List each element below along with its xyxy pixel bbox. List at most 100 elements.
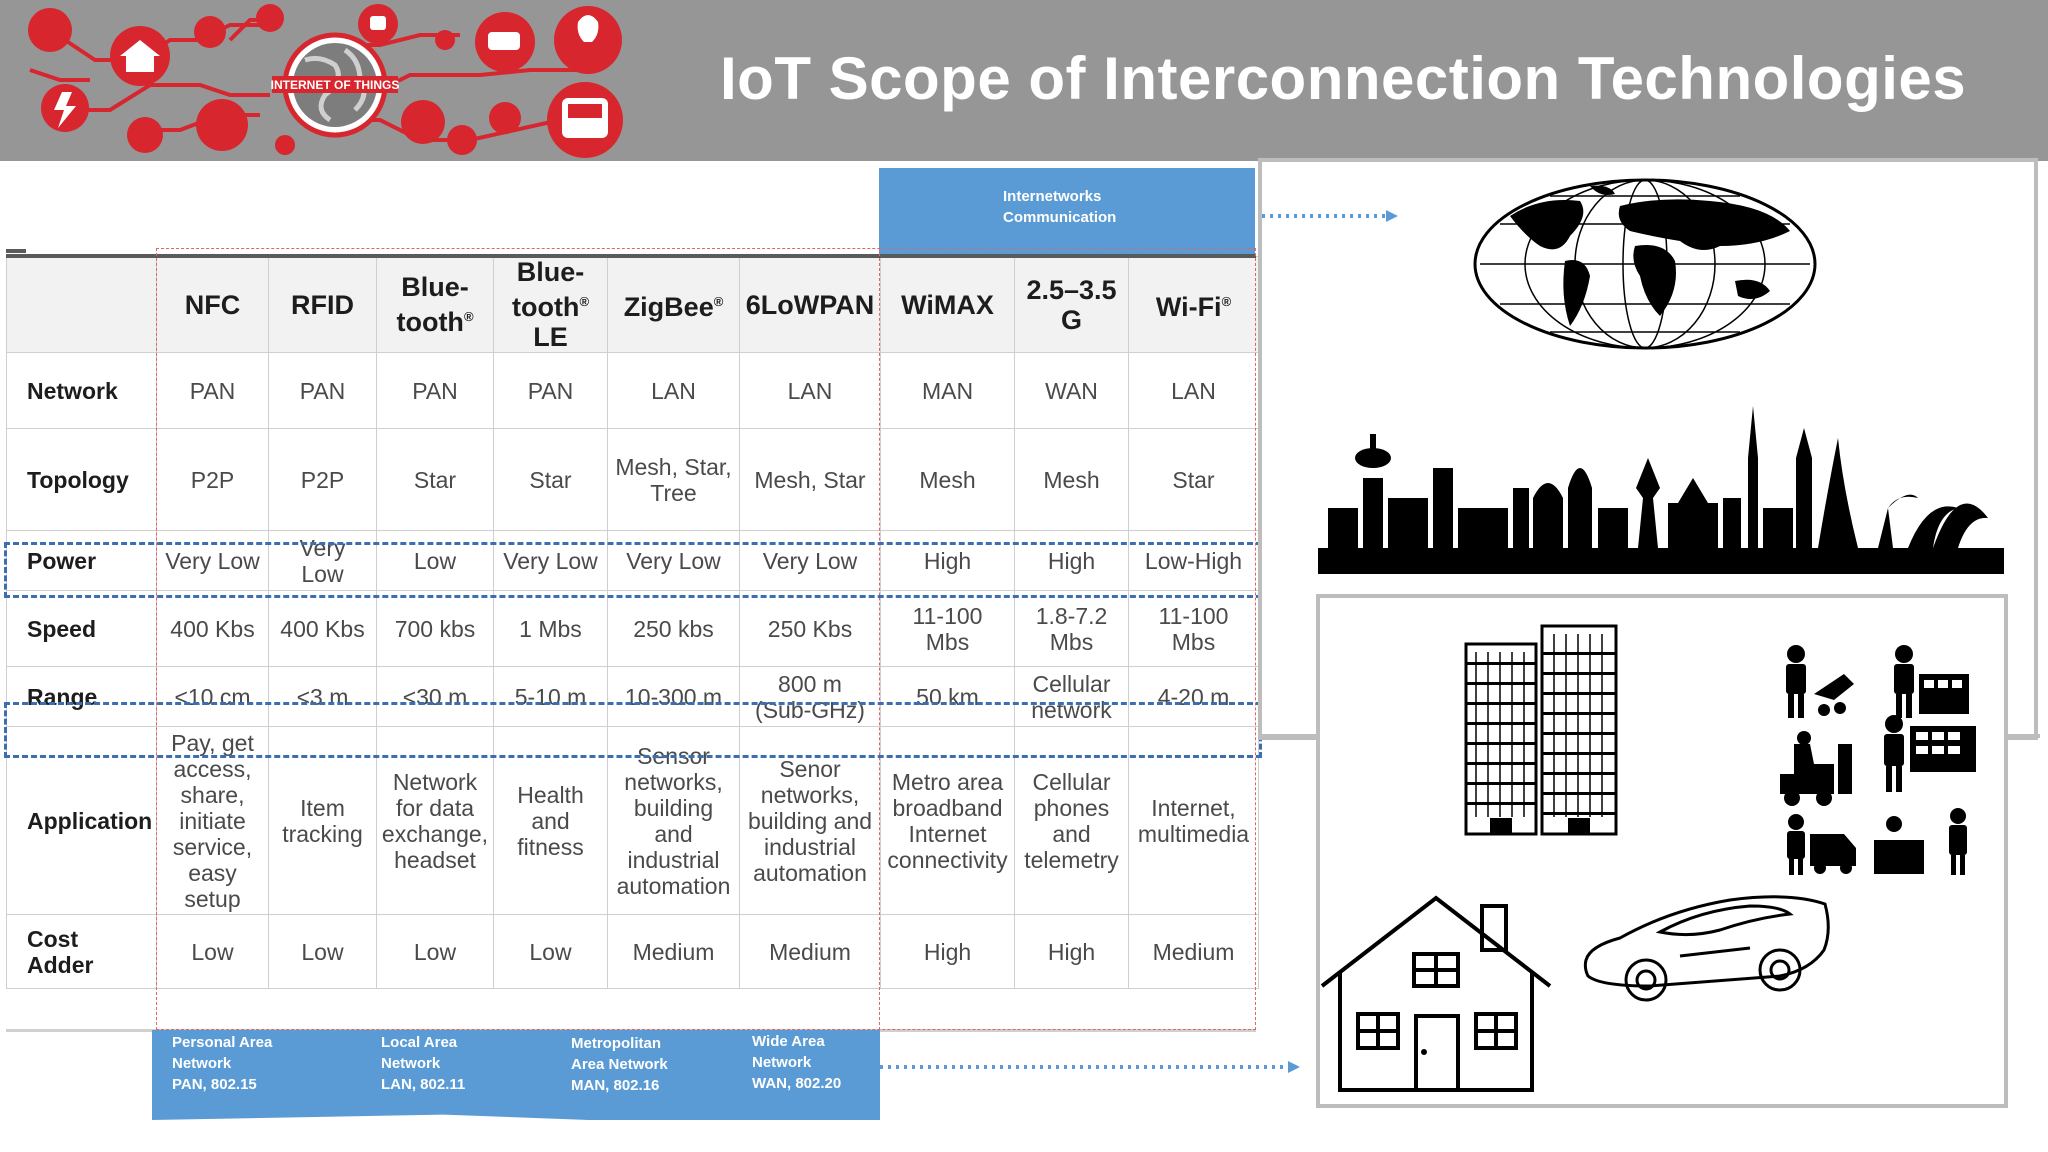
column-header-6: WiMAX	[880, 256, 1015, 353]
skyscraper-icon	[1464, 624, 1618, 836]
table-tick	[6, 249, 26, 253]
table-cell: PAN	[376, 352, 494, 429]
row-label: Network	[6, 352, 157, 429]
frame-connector	[1258, 734, 1316, 738]
table-cell: LAN	[1128, 352, 1259, 429]
table-cell: Mesh	[1014, 428, 1129, 531]
table-cell: Mesh, Star,Tree	[607, 428, 740, 531]
table-cell: <3 m	[268, 666, 377, 727]
table-cell: Very Low	[493, 530, 608, 591]
iot-logo: INTERNET OF THINGS	[28, 4, 623, 158]
table-cell: Very Low	[156, 530, 269, 591]
table-cell: Low-High	[1128, 530, 1259, 591]
table-cell: Low	[268, 914, 377, 989]
table-top-rule	[6, 254, 1256, 258]
table-cell: <30 m	[376, 666, 494, 727]
row-label: Range	[6, 666, 157, 727]
table-cell: 800 m(Sub-GHz)	[739, 666, 881, 727]
table-cell: Medium	[607, 914, 740, 989]
table-cell: Low	[156, 914, 269, 989]
table-cell: P2P	[268, 428, 377, 531]
table-cell: PAN	[156, 352, 269, 429]
table-cell: MAN	[880, 352, 1015, 429]
frame-connector-right	[2004, 734, 2040, 738]
table-cell: High	[1014, 914, 1129, 989]
table-cell: WAN	[1014, 352, 1129, 429]
table-cell: 5-10 m	[493, 666, 608, 727]
table-cell: 4-20 m	[1128, 666, 1259, 727]
row-label: Power	[6, 530, 157, 591]
table-cell: LAN	[607, 352, 740, 429]
dotted-arrow-bottom	[880, 1061, 1300, 1073]
internetworks-label: Internetworks Communication	[1003, 188, 1117, 226]
table-cell: Mesh	[880, 428, 1015, 531]
table-cell: Low	[376, 914, 494, 989]
table-cell: High	[1014, 530, 1129, 591]
column-header-5: 6LoWPAN	[739, 256, 881, 353]
column-header-4: ZigBee®	[607, 256, 740, 353]
table-cell: Star	[493, 428, 608, 531]
corner-cell	[6, 256, 157, 353]
sports-car-icon	[1583, 895, 1830, 1002]
table-cell: P2P	[156, 428, 269, 531]
table-cell: High	[880, 530, 1015, 591]
row-label: Application	[6, 726, 157, 915]
table-cell: Star	[1128, 428, 1259, 531]
logo-text: INTERNET OF THINGS	[271, 78, 400, 92]
table-cell: 700 kbs	[376, 590, 494, 667]
table-cell: LAN	[739, 352, 881, 429]
table-cell: 50 km	[880, 666, 1015, 727]
network-scope-band	[152, 1030, 880, 1120]
column-header-3: Blue-tooth®LE	[493, 256, 608, 353]
table-cell: 250 Kbs	[739, 590, 881, 667]
table-cell: Mesh, Star	[739, 428, 881, 531]
table-cell: 250 kbs	[607, 590, 740, 667]
table-cell: PAN	[493, 352, 608, 429]
workers-icon	[1780, 645, 1976, 875]
globe-map-icon	[1473, 178, 1817, 350]
table-cell: Low	[493, 914, 608, 989]
header-bar: INTERNET OF THINGS IoT Scope of Intercon…	[0, 0, 2048, 161]
table-cell: Medium	[1128, 914, 1259, 989]
table-cell: Very Low	[739, 530, 881, 591]
table-cell: Internet,multimedia	[1128, 726, 1259, 915]
dotted-arrow-top	[1262, 210, 1398, 222]
table-cell: Medium	[739, 914, 881, 989]
table-cell: Very Low	[607, 530, 740, 591]
table-cell: PAN	[268, 352, 377, 429]
city-skyline-icon	[1318, 406, 2004, 574]
table-cell: 10-300 m	[607, 666, 740, 727]
table-cell: 400 Kbs	[156, 590, 269, 667]
table-cell: High	[880, 914, 1015, 989]
house-icon	[1320, 895, 1552, 1092]
column-header-0: NFC	[156, 256, 269, 353]
table-cell: Low	[376, 530, 494, 591]
row-label: Speed	[6, 590, 157, 667]
table-cell: <10 cm	[156, 666, 269, 727]
